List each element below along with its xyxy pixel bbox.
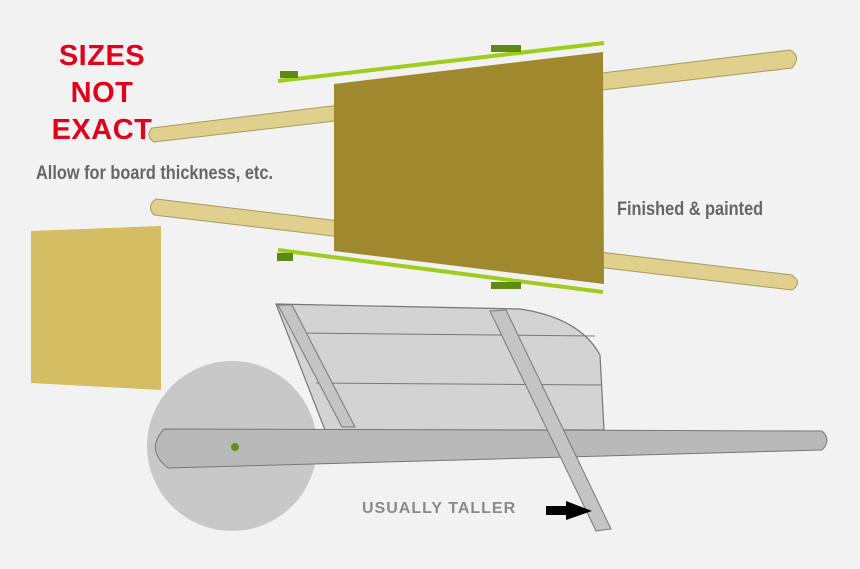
rail-bracket xyxy=(491,282,521,289)
painted-bed-panel xyxy=(334,52,604,284)
rail-bracket xyxy=(280,71,298,78)
warning-line-exact: EXACT xyxy=(51,114,153,146)
usually-taller-note: USUALLY TALLER xyxy=(362,500,517,517)
top-side-rail xyxy=(277,41,605,83)
axle-point xyxy=(231,443,239,451)
warning-line-not: NOT xyxy=(70,77,134,109)
arrow-icon xyxy=(546,501,592,520)
rail-bracket xyxy=(277,253,293,261)
warning-line-sizes: SIZES xyxy=(58,40,146,72)
unpainted-board xyxy=(31,226,161,390)
allow-thickness-note: Allow for board thickness, etc. xyxy=(36,163,273,184)
leg-brace xyxy=(489,309,612,532)
body-plank-line xyxy=(299,332,596,337)
frame-beam xyxy=(155,428,828,469)
front-board-side xyxy=(277,304,356,428)
body-plank-line xyxy=(315,382,603,386)
bottom-side-rail xyxy=(277,248,604,294)
rail-bracket xyxy=(491,45,521,52)
finished-painted-note: Finished & painted xyxy=(617,199,764,220)
